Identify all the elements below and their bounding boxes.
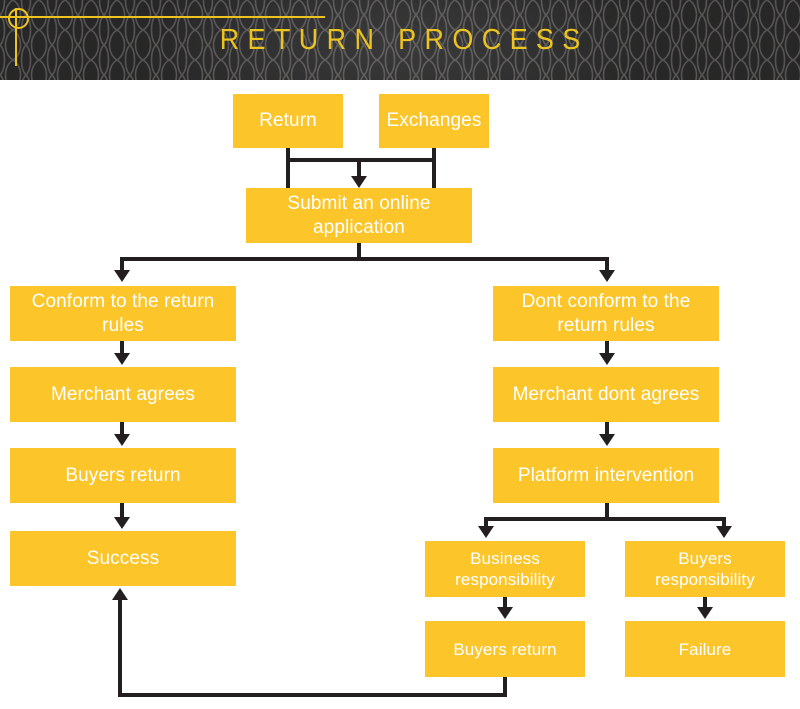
- arrow-into-success: [114, 517, 130, 529]
- arrow-into-buyers-responsibility: [716, 526, 732, 538]
- node-business-responsibility[interactable]: Business responsibility: [425, 541, 585, 597]
- connector-feedback-up: [118, 600, 122, 693]
- arrow-into-failure: [697, 607, 713, 619]
- connector-split-left-down: [120, 257, 124, 271]
- node-platform-intervention[interactable]: Platform intervention: [493, 448, 719, 503]
- corner-marker-ellipse-icon: [8, 8, 29, 29]
- connector-conform-to-merchant: [120, 341, 124, 355]
- node-exchanges[interactable]: Exchanges: [379, 94, 489, 148]
- arrow-into-conform: [114, 270, 130, 282]
- connector-merge-to-submit: [357, 158, 361, 180]
- arrow-into-merchant-agrees: [114, 353, 130, 365]
- connector-merchant-to-buyers-return: [120, 422, 124, 436]
- node-submit-online-application[interactable]: Submit an online application: [246, 188, 472, 243]
- connector-buyers-resp-to-failure: [703, 597, 707, 609]
- connector-platform-split-right-down: [722, 517, 726, 527]
- page-title: RETURN PROCESS: [219, 23, 589, 56]
- node-merchant-dont-agrees[interactable]: Merchant dont agrees: [493, 367, 719, 422]
- connector-merge-horizontal: [286, 158, 436, 162]
- connector-split-horizontal: [120, 257, 609, 261]
- connector-merchant-dont-to-platform: [605, 422, 609, 436]
- connector-exchanges-down: [432, 148, 436, 194]
- corner-marker-vertical-line: [15, 8, 17, 66]
- arrow-into-buyers-return-right: [497, 607, 513, 619]
- connector-return-down: [286, 148, 290, 194]
- arrow-into-business-responsibility: [478, 526, 494, 538]
- node-success[interactable]: Success: [10, 531, 236, 586]
- node-conform-to-return-rules[interactable]: Conform to the return rules: [10, 286, 236, 341]
- header-net-pattern: [0, 0, 800, 80]
- connector-buyers-return-to-success: [120, 503, 124, 519]
- node-dont-conform-to-return-rules[interactable]: Dont conform to the return rules: [493, 286, 719, 341]
- arrow-into-submit: [351, 176, 367, 188]
- connector-platform-split-left-down: [484, 517, 488, 527]
- arrow-into-merchant-dont-agrees: [599, 353, 615, 365]
- node-buyers-return-right[interactable]: Buyers return: [425, 621, 585, 677]
- connector-feedback-horizontal: [118, 693, 507, 697]
- connector-platform-split-horizontal: [484, 517, 726, 521]
- arrow-into-buyers-return-left: [114, 434, 130, 446]
- connector-business-to-buyers-return: [503, 597, 507, 609]
- page-header: RETURN PROCESS: [0, 0, 800, 80]
- node-buyers-responsibility[interactable]: Buyers responsibility: [625, 541, 785, 597]
- node-failure[interactable]: Failure: [625, 621, 785, 677]
- connector-split-right-down: [605, 257, 609, 271]
- node-return[interactable]: Return: [233, 94, 343, 148]
- connector-feedback-down: [503, 677, 507, 697]
- arrow-into-dont-conform: [599, 270, 615, 282]
- connector-platform-down: [605, 503, 609, 521]
- node-merchant-agrees[interactable]: Merchant agrees: [10, 367, 236, 422]
- arrow-feedback-into-success: [112, 588, 128, 600]
- connector-submit-down: [357, 243, 361, 261]
- corner-marker-horizontal-line: [0, 16, 325, 18]
- connector-dont-conform-to-merchant: [605, 341, 609, 355]
- arrow-into-platform: [599, 434, 615, 446]
- node-buyers-return-left[interactable]: Buyers return: [10, 448, 236, 503]
